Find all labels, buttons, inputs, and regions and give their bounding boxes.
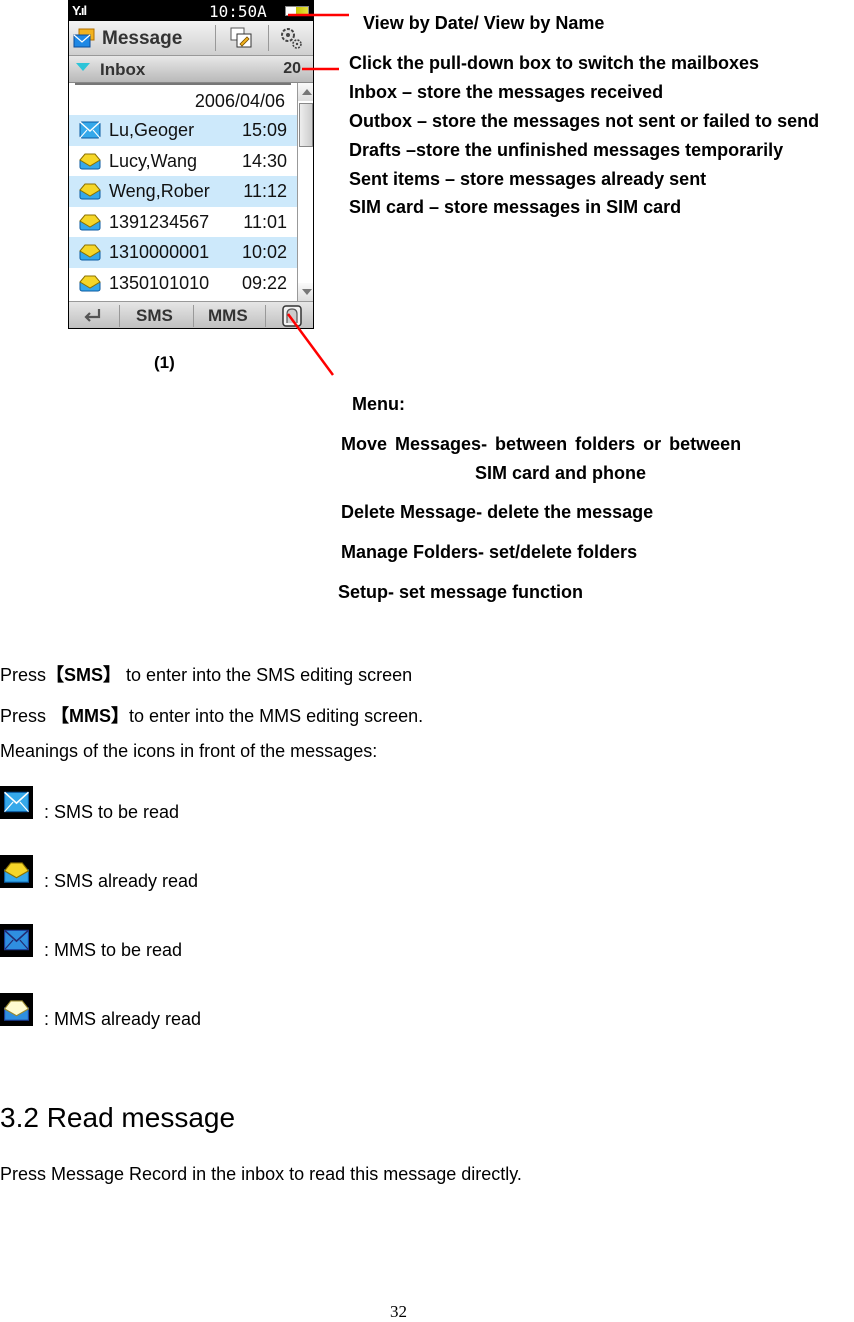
divider xyxy=(215,25,216,51)
message-row[interactable]: Lucy,Wang 14:30 xyxy=(69,146,297,177)
compose-new-icon[interactable] xyxy=(229,26,253,50)
sms-read-icon xyxy=(79,183,101,200)
legend-label: : SMS to be read xyxy=(44,802,180,822)
message-sender: 1391234567 xyxy=(109,211,210,232)
message-row[interactable]: 1350101010 09:22 xyxy=(69,268,297,299)
scroll-up-button[interactable] xyxy=(298,83,313,101)
press-mms-instruction: Press 【MMS】to enter into the MMS editing… xyxy=(0,702,423,728)
arrow-up-icon xyxy=(302,89,312,95)
message-sender: Lucy,Wang xyxy=(109,150,198,171)
message-time: 11:01 xyxy=(243,211,287,232)
scroll-down-button[interactable] xyxy=(298,283,313,301)
mailbox-annotation-line: Sent items – store messages already sent xyxy=(349,169,707,189)
view-by-annotation: View by Date/ View by Name xyxy=(363,13,605,33)
scroll-thumb[interactable] xyxy=(299,103,313,147)
signal-bars-icon: Y.ıl xyxy=(72,3,87,18)
mailbox-dropdown[interactable]: Inbox 20 xyxy=(69,56,313,83)
mailbox-annotation-line: Outbox – store the messages not sent or … xyxy=(349,111,820,131)
menu-annotation-title: Menu: xyxy=(352,394,405,414)
phone-screen: Y.ıl 10:50A Message Inbox 20 2006/04/06 xyxy=(68,0,314,329)
press-sms-instruction: Press【SMS】 to enter into the SMS editing… xyxy=(0,661,412,687)
menu-icon[interactable] xyxy=(282,305,302,327)
divider xyxy=(119,305,120,327)
mailbox-count[interactable]: 20 xyxy=(283,60,301,77)
text: to enter into the MMS editing screen. xyxy=(129,706,424,726)
date-group-header[interactable]: 2006/04/06 xyxy=(75,83,291,115)
menu-annotation-item: Delete Message- delete the message xyxy=(341,502,654,522)
text: Press xyxy=(0,706,52,726)
sms-read-icon xyxy=(79,275,101,291)
divider xyxy=(193,305,194,327)
sms-softkey[interactable]: SMS xyxy=(136,306,173,325)
arrow-down-icon xyxy=(302,289,312,295)
sms-read-icon xyxy=(0,855,33,888)
mms-softkey[interactable]: MMS xyxy=(208,306,248,325)
message-sender: 1310000001 xyxy=(109,242,210,262)
divider xyxy=(265,305,266,327)
menu-annotation-item: Setup- set message function xyxy=(338,582,584,602)
sms-read-icon xyxy=(79,244,101,261)
sms-read-icon xyxy=(79,153,101,169)
sms-unread-icon xyxy=(79,121,101,139)
menu-annotation-item: SIM card and phone xyxy=(475,463,647,483)
mailbox-annotation-line: Inbox – store the messages received xyxy=(349,82,664,102)
mailbox-annotation-line: Drafts –store the unfinished messages te… xyxy=(349,140,784,160)
message-time: 11:12 xyxy=(243,181,287,201)
mms-key-label: 【MMS】 xyxy=(51,706,130,726)
message-sender: Lu,Geoger xyxy=(109,120,195,140)
message-app-icon xyxy=(73,28,95,48)
message-row[interactable]: Weng,Rober 11:12 xyxy=(69,176,297,207)
message-sender: Weng,Rober xyxy=(109,181,210,201)
status-bar: Y.ıl 10:50A xyxy=(69,1,313,21)
message-time: 09:22 xyxy=(241,272,287,293)
page-number: 32 xyxy=(390,1302,407,1321)
text: Press xyxy=(0,665,47,685)
message-time: 14:30 xyxy=(241,150,287,171)
menu-annotation-item: Move Messages- between folders or betwee… xyxy=(341,434,742,454)
text: to enter into the SMS editing screen xyxy=(121,665,413,685)
menu-annotation-item: Manage Folders- set/delete folders xyxy=(341,542,638,562)
figure-label: (1) xyxy=(154,353,175,372)
mailbox-label: Inbox xyxy=(100,60,146,79)
mailbox-annotation-line: SIM card – store messages in SIM card xyxy=(349,197,682,217)
title-bar: Message xyxy=(69,21,313,56)
message-row[interactable]: Lu,Geoger 15:09 xyxy=(69,115,297,146)
back-arrow-icon[interactable] xyxy=(81,307,103,325)
message-row[interactable]: 1391234567 11:01 xyxy=(69,207,297,238)
message-time: 10:02 xyxy=(241,242,287,262)
scrollbar[interactable] xyxy=(297,83,313,301)
message-list: 2006/04/06 Lu,Geoger 15:09 Lucy,Wang 14:… xyxy=(69,83,297,301)
settings-gears-icon[interactable] xyxy=(279,26,303,50)
message-sender: 1350101010 xyxy=(109,272,210,293)
sms-unread-icon xyxy=(0,786,33,819)
legend-label: : SMS already read xyxy=(44,871,199,891)
battery-icon xyxy=(285,6,309,16)
sms-key-label: 【SMS】 xyxy=(46,665,122,685)
section-text: Press Message Record in the inbox to rea… xyxy=(0,1164,522,1184)
mms-unread-icon xyxy=(0,924,33,957)
app-title: Message xyxy=(102,28,183,49)
legend-label: : MMS to be read xyxy=(44,940,183,960)
sms-read-icon xyxy=(79,214,101,230)
message-row[interactable]: 1310000001 10:02 xyxy=(69,237,297,268)
legend-label: : MMS already read xyxy=(44,1009,202,1029)
status-time: 10:50A xyxy=(209,2,267,21)
mailbox-annotation-line: Click the pull-down box to switch the ma… xyxy=(349,53,760,73)
divider xyxy=(268,25,269,51)
dropdown-triangle-icon xyxy=(76,63,90,71)
mms-read-icon xyxy=(0,993,33,1026)
message-time: 15:09 xyxy=(241,120,287,140)
softkey-bar: SMS MMS xyxy=(69,301,313,328)
icons-intro: Meanings of the icons in front of the me… xyxy=(0,741,378,761)
section-heading: 3.2 Read message xyxy=(0,1102,236,1133)
